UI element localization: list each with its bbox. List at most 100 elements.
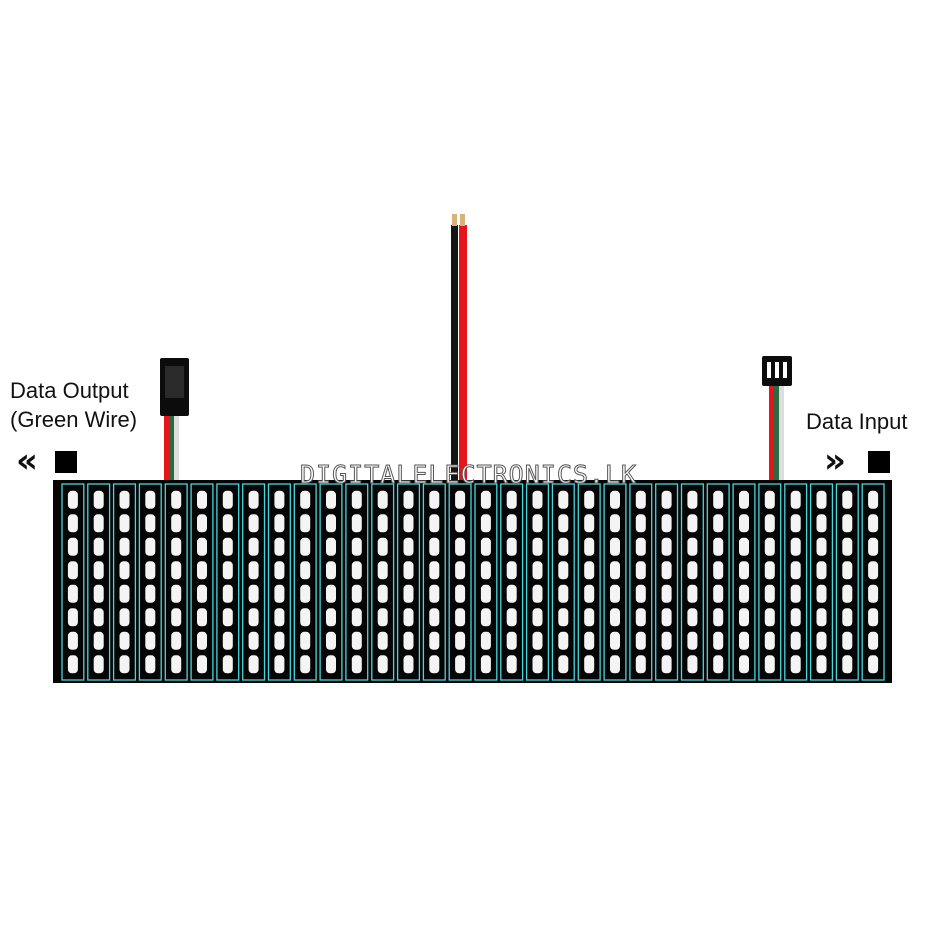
led-pixel xyxy=(171,490,182,509)
column-trace xyxy=(861,483,885,681)
led-pixel xyxy=(248,608,259,627)
led-pixel xyxy=(610,561,620,580)
led-pixel xyxy=(868,584,879,603)
chevron-left-icon: « xyxy=(16,441,38,481)
led-pixel xyxy=(764,608,775,627)
column-trace xyxy=(216,483,240,681)
led-pixel xyxy=(377,490,388,509)
led-pixel xyxy=(67,631,78,650)
led-pixel xyxy=(326,537,336,556)
led-pixel xyxy=(868,608,879,627)
led-pixel xyxy=(713,584,724,603)
column-trace xyxy=(267,483,291,681)
led-pixel xyxy=(403,608,414,627)
led-pixel xyxy=(480,608,491,627)
led-pixel xyxy=(610,537,620,556)
led-pixel xyxy=(739,608,749,627)
led-pixel xyxy=(119,561,130,580)
power-cable xyxy=(451,214,467,485)
led-pixel xyxy=(67,490,78,509)
data-input-label: Data Input xyxy=(806,409,908,434)
led-grid xyxy=(67,490,879,674)
led-pixel xyxy=(764,490,775,509)
column-trace xyxy=(319,483,343,681)
led-pixel xyxy=(326,490,336,509)
led-pixel xyxy=(67,514,78,533)
led-pixel xyxy=(222,514,233,533)
led-pixel xyxy=(687,490,698,509)
led-pixel xyxy=(171,561,182,580)
led-pixel xyxy=(248,655,259,674)
led-pixel xyxy=(429,537,440,556)
led-pixel xyxy=(377,561,388,580)
led-pixel xyxy=(351,608,362,627)
led-pixel xyxy=(661,537,672,556)
led-pixel xyxy=(687,631,698,650)
led-pixel xyxy=(480,490,491,509)
led-pixel xyxy=(558,608,569,627)
led-pixel xyxy=(222,608,233,627)
led-pixel xyxy=(93,655,104,674)
led-pixel xyxy=(67,608,78,627)
led-pixel xyxy=(119,514,130,533)
led-pixel xyxy=(713,631,724,650)
led-pixel xyxy=(93,537,104,556)
led-pixel xyxy=(119,537,130,556)
led-pixel xyxy=(67,561,78,580)
led-pixel xyxy=(816,608,827,627)
led-matrix-board xyxy=(53,480,892,683)
led-pixel xyxy=(93,514,104,533)
led-pixel xyxy=(687,608,698,627)
led-pixel xyxy=(377,537,388,556)
led-pixel xyxy=(558,561,569,580)
led-pixel xyxy=(480,655,491,674)
led-pixel xyxy=(790,561,801,580)
led-pixel xyxy=(455,514,466,533)
led-pixel xyxy=(222,631,233,650)
led-pixel xyxy=(764,537,775,556)
led-pixel xyxy=(558,584,569,603)
led-pixel xyxy=(584,514,595,533)
led-pixel xyxy=(868,514,879,533)
led-pixel xyxy=(790,490,801,509)
led-pixel xyxy=(816,537,827,556)
led-pixel xyxy=(145,490,156,509)
led-pixel xyxy=(558,655,569,674)
led-pixel xyxy=(842,608,853,627)
led-pixel xyxy=(532,490,543,509)
led-pixel xyxy=(403,537,414,556)
led-pixel xyxy=(93,561,104,580)
led-pixel xyxy=(506,561,517,580)
led-pixel xyxy=(739,514,749,533)
led-pixel xyxy=(661,655,672,674)
led-pixel xyxy=(429,514,440,533)
column-trace xyxy=(422,483,446,681)
led-pixel xyxy=(584,561,595,580)
led-pixel xyxy=(480,514,491,533)
led-pixel xyxy=(300,584,311,603)
led-pixel xyxy=(351,490,362,509)
led-pixel xyxy=(480,584,491,603)
led-pixel xyxy=(532,584,543,603)
led-pixel xyxy=(713,537,724,556)
led-pixel xyxy=(145,514,156,533)
led-pixel xyxy=(403,584,414,603)
led-pixel xyxy=(197,537,207,556)
led-pixel xyxy=(506,584,517,603)
led-pixel xyxy=(558,514,569,533)
led-pixel xyxy=(764,514,775,533)
column-trace xyxy=(112,483,137,681)
column-trace xyxy=(345,483,369,681)
led-pixel xyxy=(635,514,646,533)
led-pixel xyxy=(300,561,311,580)
led-pixel xyxy=(842,584,853,603)
column-trace xyxy=(551,483,575,681)
led-pixel xyxy=(790,655,801,674)
led-pixel xyxy=(145,537,156,556)
led-pixel xyxy=(300,608,311,627)
led-pixel xyxy=(455,584,466,603)
led-pixel xyxy=(868,537,879,556)
led-pixel xyxy=(145,561,156,580)
led-pixel xyxy=(248,514,259,533)
led-pixel xyxy=(661,631,672,650)
